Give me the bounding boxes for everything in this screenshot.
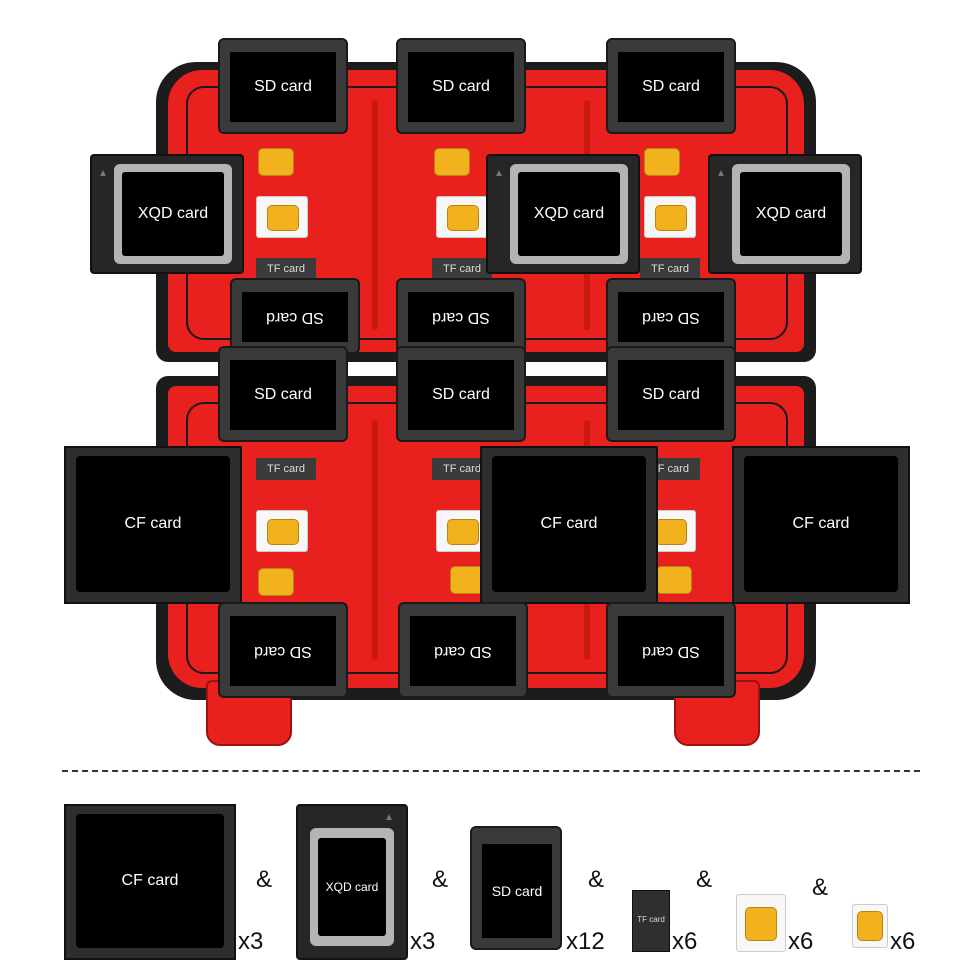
separator-ampersand: &: [696, 866, 713, 893]
tf-card: TF card: [640, 258, 700, 280]
sd-card: SD card: [606, 38, 736, 134]
sd-card: SD card: [218, 602, 348, 698]
xqd-card: ▲XQD card: [90, 154, 244, 274]
nano-sim-chip: [434, 148, 470, 176]
sd-card: SD card: [398, 602, 528, 698]
cf-card: CF card: [732, 446, 910, 604]
sd-card: SD card: [396, 278, 526, 354]
xqd-card: ▲XQD card: [708, 154, 862, 274]
nano-sim-chip: [258, 148, 294, 176]
card-case-illustration: TF card TF card TF card TF card TF card …: [64, 38, 910, 746]
nano-sim-chip: [656, 566, 692, 594]
legend-micro-sim-card: [736, 894, 786, 952]
sd-card: SD card: [396, 38, 526, 134]
micro-sim-card: [644, 196, 696, 238]
legend-xqd-quantity: x3: [410, 928, 436, 955]
micro-sim-card: [256, 196, 308, 238]
micro-sim-card: [436, 196, 488, 238]
legend-cf-quantity: x3: [238, 928, 264, 955]
tf-card: TF card: [256, 258, 316, 280]
micro-sim-card: [436, 510, 488, 552]
xqd-card: ▲XQD card: [486, 154, 640, 274]
legend-xqd-card: ▲XQD card: [296, 804, 408, 960]
sd-card: SD card: [606, 278, 736, 354]
separator-ampersand: &: [432, 866, 449, 893]
legend-cf-card: CF card: [64, 804, 236, 960]
sd-card: SD card: [218, 38, 348, 134]
legend-micro-sim-quantity: x6: [788, 928, 814, 955]
dashed-divider: [62, 770, 920, 772]
separator-ampersand: &: [256, 866, 273, 893]
sd-card: SD card: [606, 602, 736, 698]
sd-card: SD card: [606, 346, 736, 442]
legend-nano-sim-quantity: x6: [890, 928, 916, 955]
tf-card: TF card: [256, 458, 316, 480]
capacity-legend: CF card x3 & ▲XQD card x3 & SD card x12 …: [0, 790, 980, 980]
legend-tf-quantity: x6: [672, 928, 698, 955]
sd-card: SD card: [230, 278, 360, 354]
legend-tf-card: TF card: [632, 890, 670, 952]
sd-card: SD card: [396, 346, 526, 442]
legend-sd-card: SD card: [470, 826, 562, 950]
legend-nano-sim-card: [852, 904, 888, 948]
sd-card: SD card: [218, 346, 348, 442]
nano-sim-chip: [258, 568, 294, 596]
tf-card: TF card: [432, 258, 492, 280]
legend-sd-quantity: x12: [566, 928, 605, 955]
nano-sim-chip: [644, 148, 680, 176]
tf-card: TF card: [432, 458, 492, 480]
separator-ampersand: &: [812, 874, 829, 901]
cf-card: CF card: [480, 446, 658, 604]
micro-sim-card: [256, 510, 308, 552]
case-divider: [372, 100, 378, 330]
separator-ampersand: &: [588, 866, 605, 893]
cf-card: CF card: [64, 446, 242, 604]
case-divider: [372, 420, 378, 660]
